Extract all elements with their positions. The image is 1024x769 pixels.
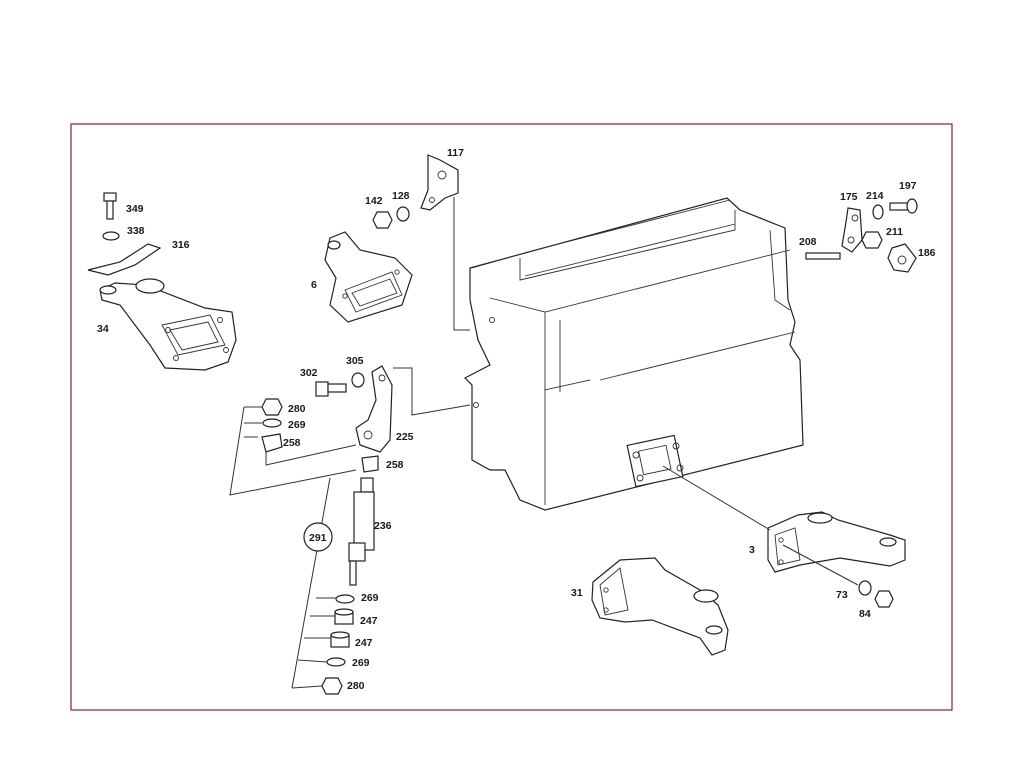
bracket-117: [420, 154, 459, 211]
bushing-258-lower: [361, 455, 379, 473]
bracket-175: [841, 207, 863, 253]
bushing-247-a: [334, 608, 354, 625]
washer-269-top: [262, 418, 282, 428]
label-247-a: 247: [360, 615, 378, 627]
label-269-c: 269: [352, 657, 370, 669]
nut-280-top: [261, 398, 283, 416]
plate-186: [887, 243, 917, 273]
label-247-b: 247: [355, 637, 373, 649]
washer-128: [396, 206, 410, 222]
washer-269-b: [335, 594, 355, 604]
nut-142: [372, 211, 393, 229]
label-214: 214: [866, 190, 884, 202]
bracket-225: [355, 365, 393, 453]
label-31: 31: [571, 587, 583, 599]
engine-mount-34: [99, 278, 237, 371]
label-175: 175: [840, 191, 858, 203]
label-302: 302: [300, 367, 318, 379]
label-197: 197: [899, 180, 917, 192]
label-338: 338: [127, 225, 145, 237]
diagram-frame: [70, 123, 953, 711]
label-34: 34: [97, 323, 109, 335]
leader-lines: [229, 197, 859, 689]
label-73: 73: [836, 589, 848, 601]
label-349: 349: [126, 203, 144, 215]
label-6: 6: [311, 279, 317, 291]
bushing-247-b: [330, 631, 350, 648]
damper-236: [348, 477, 375, 586]
stud-208: [805, 252, 841, 260]
label-84: 84: [859, 608, 871, 620]
label-142: 142: [365, 195, 383, 207]
nut-84: [874, 590, 894, 608]
washer-305: [351, 372, 365, 388]
label-128: 128: [392, 190, 410, 202]
label-236: 236: [374, 520, 392, 532]
engine-block: [463, 197, 804, 511]
label-258-top: 258: [283, 437, 301, 449]
label-269-top: 269: [288, 419, 306, 431]
label-117: 117: [447, 147, 464, 159]
washer-269-c: [326, 657, 346, 667]
nut-211: [861, 231, 883, 249]
washer-338: [102, 231, 120, 241]
label-258-lower: 258: [386, 459, 404, 471]
bolt-197: [889, 198, 918, 214]
washer-73: [858, 580, 872, 596]
callout-labels: 349 338 316 34 6 142 128 117 175 214 197…: [97, 147, 936, 692]
engine-mount-3: [767, 511, 906, 573]
label-3: 3: [749, 544, 755, 556]
bolt-349: [103, 192, 117, 220]
label-211: 211: [886, 226, 903, 238]
label-316: 316: [172, 239, 190, 251]
label-208: 208: [799, 236, 817, 248]
label-225: 225: [396, 431, 414, 443]
label-269-b: 269: [361, 592, 379, 604]
label-305: 305: [346, 355, 364, 367]
washer-214: [872, 204, 884, 220]
bolt-302: [315, 381, 347, 397]
label-291: 291: [309, 532, 327, 544]
engine-mount-31: [591, 557, 729, 656]
label-186: 186: [918, 247, 936, 259]
nut-280-bottom: [321, 677, 343, 695]
reference-circle-291: [303, 522, 333, 552]
engine-mount-6: [324, 231, 413, 323]
label-280-top: 280: [288, 403, 306, 415]
bushing-258-top: [261, 433, 283, 453]
label-280-bottom: 280: [347, 680, 365, 692]
bracket-316: [87, 243, 162, 276]
